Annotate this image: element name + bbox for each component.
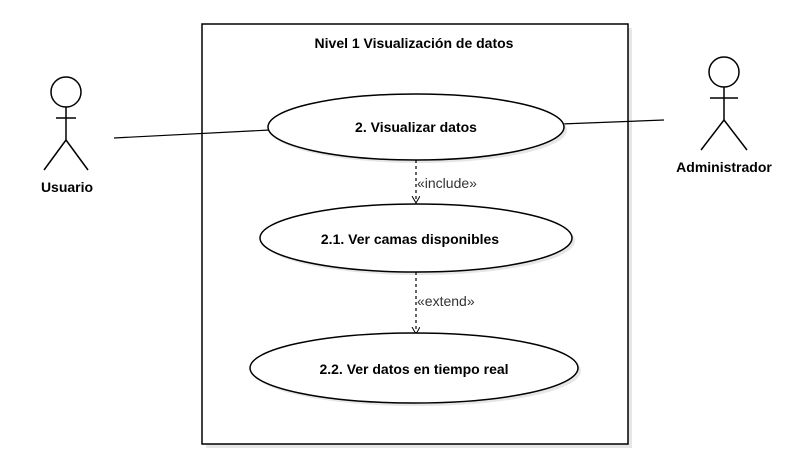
use-case-label-visualizar: 2. Visualizar datos — [355, 119, 477, 135]
include-relation[interactable]: «include» — [416, 160, 477, 203]
use-case-ver-camas[interactable]: 2.1. Ver camas disponibles — [259, 203, 575, 275]
association-usuario-visualizar[interactable] — [113, 129, 271, 139]
extend-label: «extend» — [417, 293, 475, 309]
stick-figure-icon — [700, 56, 748, 151]
association-administrador-visualizar[interactable] — [560, 119, 665, 125]
actor-label-administrador: Administrador — [676, 159, 772, 175]
system-title: Nivel 1 Visualización de datos — [315, 35, 514, 51]
use-case-visualizar-datos[interactable]: 2. Visualizar datos — [267, 93, 567, 163]
actor-label-usuario: Usuario — [41, 179, 93, 195]
actor-usuario[interactable]: Usuario — [41, 76, 93, 195]
stick-figure-icon — [43, 76, 89, 171]
include-label: «include» — [417, 175, 477, 191]
use-case-label-tiempo-real: 2.2. Ver datos en tiempo real — [319, 361, 508, 377]
use-case-ver-datos-tiempo-real[interactable]: 2.2. Ver datos en tiempo real — [249, 332, 581, 406]
use-case-label-camas: 2.1. Ver camas disponibles — [321, 231, 499, 247]
extend-relation[interactable]: «extend» — [416, 272, 475, 334]
actor-administrador[interactable]: Administrador — [676, 56, 772, 175]
